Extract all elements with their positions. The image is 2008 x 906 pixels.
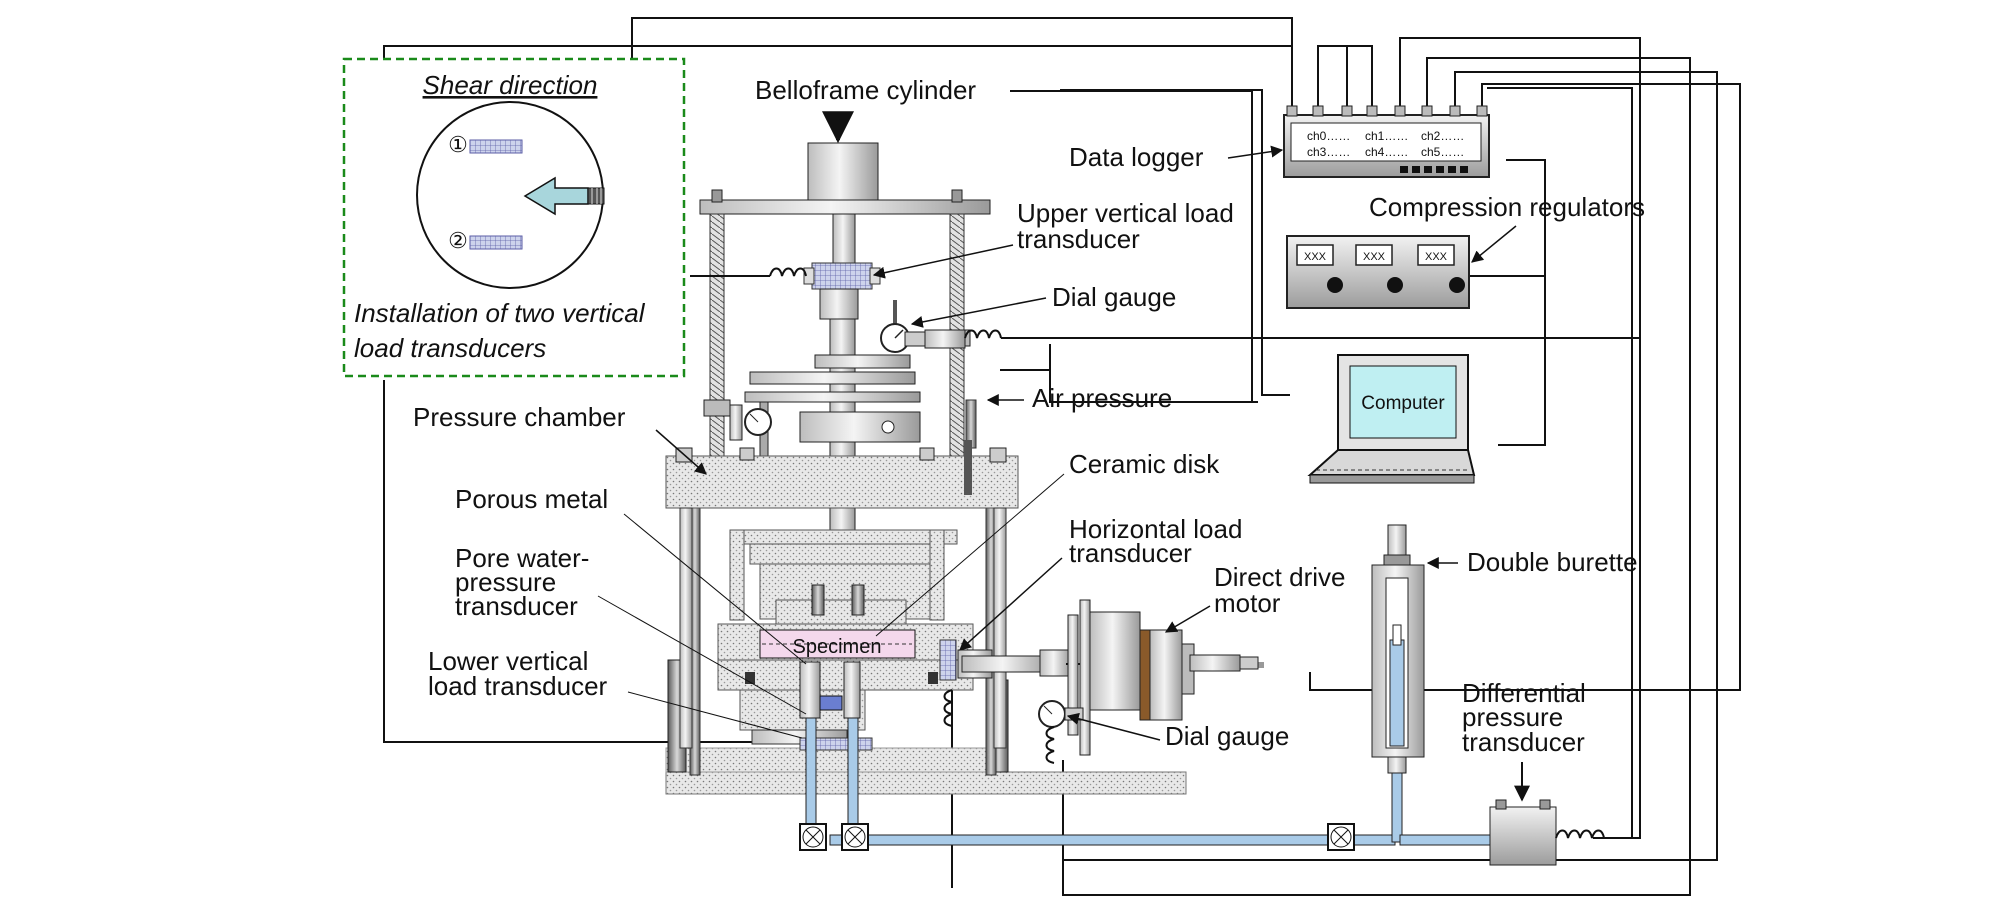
inset-title: Shear direction xyxy=(423,70,598,100)
valve-icon xyxy=(841,823,869,851)
regulator-knob-icon xyxy=(1449,277,1465,293)
top-crossbar xyxy=(699,199,991,215)
inset-caption-line1: Installation of two vertical xyxy=(354,298,646,328)
label-dial-gauge-top: Dial gauge xyxy=(1052,282,1176,312)
compression-regulators: XXX XXX XXX xyxy=(1286,235,1470,309)
dial-gauge-side-icon xyxy=(744,408,772,436)
base-block xyxy=(665,747,987,773)
label-pore-water-2: pressure xyxy=(455,567,556,597)
spring-icon xyxy=(769,267,807,277)
label-data-logger: Data logger xyxy=(1069,142,1204,172)
pore-water-pressure-transducer xyxy=(799,661,821,719)
chamber-wall-right xyxy=(993,507,1007,749)
inset-caption-line2: load transducers xyxy=(354,333,546,363)
transducer-1-plan xyxy=(469,139,523,154)
label-differential-3: transducer xyxy=(1462,727,1585,757)
label-upper-vertical-load-2: transducer xyxy=(1017,224,1140,254)
label-double-burette: Double burette xyxy=(1467,547,1638,577)
pressure-chamber-lid xyxy=(665,455,1019,509)
label-differential-2: pressure xyxy=(1462,702,1563,732)
labels: Belloframe cylinder Upper vertical load … xyxy=(413,75,1645,802)
regulator-knob-icon xyxy=(1327,277,1343,293)
valves xyxy=(799,823,1355,851)
specimen-label: Specimen xyxy=(793,636,882,658)
dial-gauge-top-icon xyxy=(880,300,1640,353)
label-compression-regulators: Compression regulators xyxy=(1369,192,1645,222)
data-logger: ch0…… ch1…… ch2…… ch3…… ch4…… ch5…… xyxy=(1283,105,1490,178)
regulator-knob-icon xyxy=(1387,277,1403,293)
label-lower-vertical-1: Lower vertical xyxy=(428,646,588,676)
transducer-2-plan xyxy=(469,235,523,250)
logger-channel-2: ch2…… xyxy=(1421,129,1464,143)
logger-channel-1: ch1…… xyxy=(1365,129,1408,143)
label-differential-1: Differential xyxy=(1462,678,1586,708)
logger-channel-3: ch3…… xyxy=(1307,145,1350,159)
label-pressure-chamber: Pressure chamber xyxy=(413,402,626,432)
direct-drive-motor xyxy=(1089,611,1141,711)
label-air-pressure: Air pressure xyxy=(1032,383,1172,413)
marker-2: ② xyxy=(448,228,468,253)
label-pore-water-3: transducer xyxy=(455,591,578,621)
label-ceramic-disk: Ceramic disk xyxy=(1069,449,1220,479)
label-lower-vertical-2: load transducer xyxy=(428,671,608,701)
label-dial-gauge-bottom: Dial gauge xyxy=(1165,721,1289,751)
upper-vertical-load-transducer xyxy=(811,262,873,290)
computer-label: Computer xyxy=(1361,393,1445,414)
logger-channel-5: ch5…… xyxy=(1421,145,1464,159)
shear-apparatus: Specimen xyxy=(665,111,1640,851)
label-horizontal-load-2: transducer xyxy=(1069,538,1192,568)
label-porous-metal: Porous metal xyxy=(455,484,608,514)
left-threaded-rod xyxy=(709,213,725,461)
belloframe-cylinder xyxy=(807,142,879,201)
chamber-wall-left xyxy=(679,507,693,749)
logger-channel-4: ch4…… xyxy=(1365,145,1408,159)
shear-direction-inset: Shear direction ① ② Installation of two … xyxy=(342,57,686,378)
regulator-display-2: XXX xyxy=(1363,251,1386,263)
label-direct-drive-2: motor xyxy=(1214,588,1281,618)
double-burette xyxy=(1371,524,1425,774)
valve-icon xyxy=(1327,823,1355,851)
marker-1: ① xyxy=(448,132,468,157)
shear-direction-arrow-icon xyxy=(523,176,605,216)
base-plate xyxy=(665,771,1187,795)
logger-channel-0: ch0…… xyxy=(1307,129,1350,143)
label-belloframe-cylinder: Belloframe cylinder xyxy=(755,75,976,105)
inset-border xyxy=(342,57,686,378)
wiring xyxy=(383,17,1741,896)
valve-icon xyxy=(799,823,827,851)
differential-pressure-transducer xyxy=(1489,799,1632,866)
label-direct-drive-1: Direct drive xyxy=(1214,562,1345,592)
regulator-display-1: XXX xyxy=(1304,251,1327,263)
computer-laptop-icon: Computer xyxy=(1307,354,1476,484)
label-horizontal-load-1: Horizontal load xyxy=(1069,514,1242,544)
regulator-display-3: XXX xyxy=(1425,251,1448,263)
horizontal-load-transducer xyxy=(939,639,957,681)
label-pore-water-1: Pore water- xyxy=(455,543,589,573)
label-upper-vertical-load-1: Upper vertical load xyxy=(1017,198,1234,228)
